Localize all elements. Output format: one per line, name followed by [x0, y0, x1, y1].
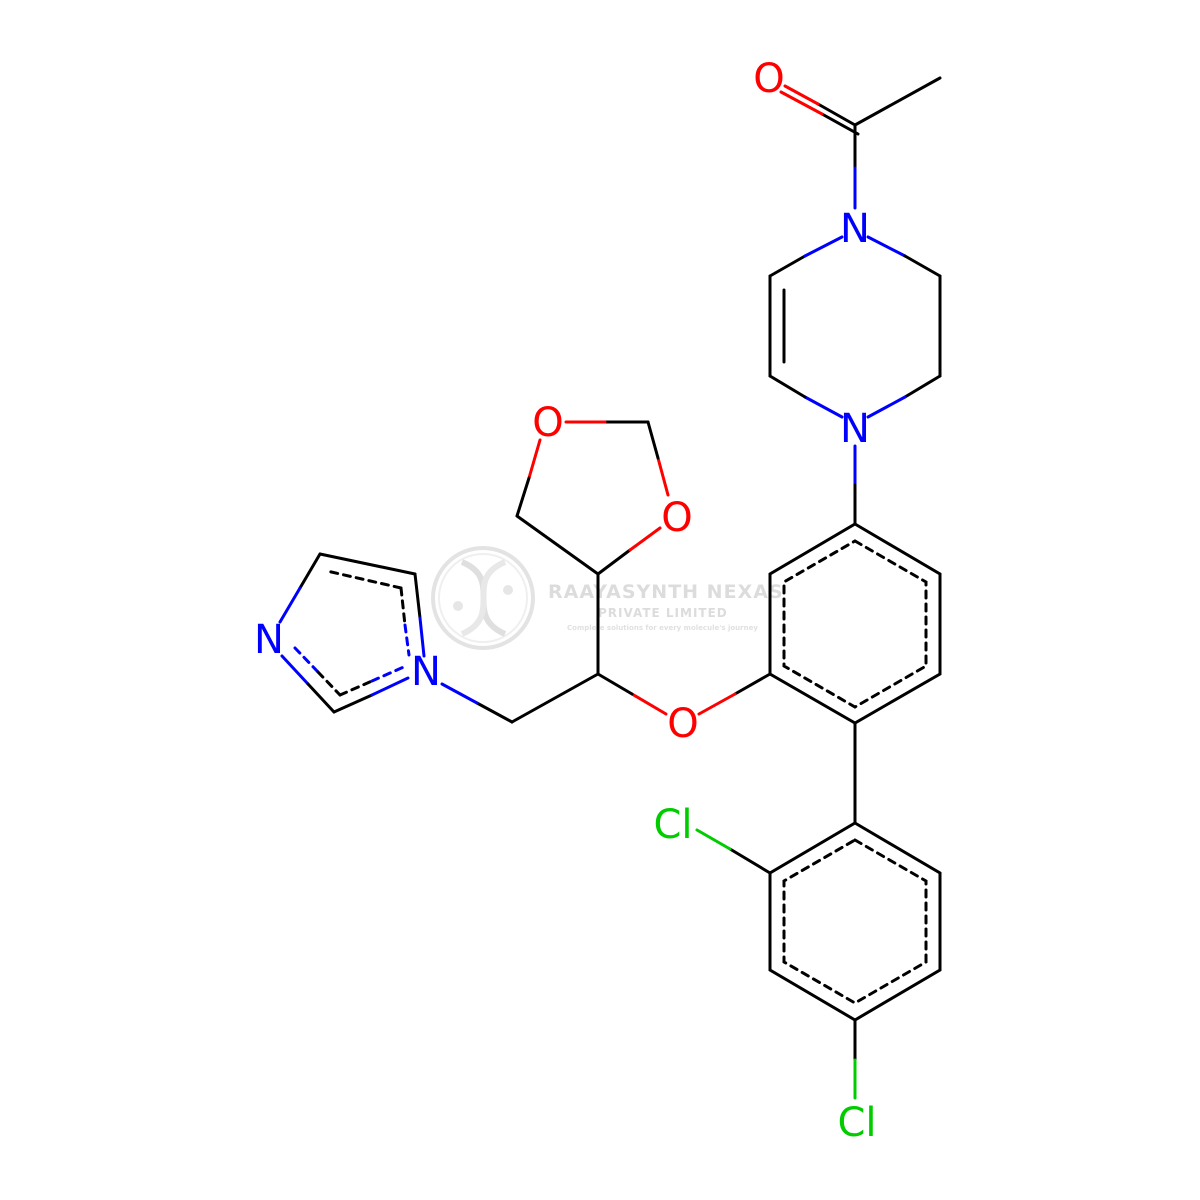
atom-cl-para: Cl: [837, 1100, 876, 1146]
watermark: RAAYASYNTH NEXAS PRIVATE LIMITED Complet…: [431, 546, 784, 650]
bond-c-cl-ortho: [728, 847, 772, 875]
bond-n1-c2: [903, 254, 942, 278]
bond-dx-c4-o3-red: [628, 526, 662, 552]
bond-im-c5-n1-blue: [418, 616, 426, 658]
bond-dx-o3-c2-red: [656, 456, 670, 497]
atom-labels: O N N O O N N O Cl Cl: [254, 56, 876, 1146]
bond-carbonyl-double-a: [816, 102, 857, 127]
bond-ch2-n: [475, 701, 514, 724]
dna-helix-icon: [431, 546, 535, 650]
atom-o-dioxolane-1: O: [532, 400, 563, 446]
bond-n1-c2-blue: [866, 235, 907, 258]
bond-im-c4-c5: [318, 552, 417, 576]
bond-carbonyl-double-b: [820, 112, 860, 136]
bond-carbonyl-double-b-o: [779, 90, 824, 116]
bond-c6-n1-blue: [803, 235, 844, 258]
bond-o-ch-red: [630, 692, 668, 716]
watermark-title: RAAYASYNTH NEXAS: [548, 581, 784, 603]
bonds: [278, 76, 942, 1100]
bond-im-n3-c2-arom-blue: [293, 646, 320, 674]
atom-o-dioxolane-2: O: [661, 495, 692, 541]
bond-dx-o3-c2: [646, 420, 660, 460]
bond-im-c5-n1-arom-blue: [403, 623, 411, 657]
atom-n-bottom: N: [840, 406, 870, 452]
bond-im-n3-c2-arom: [316, 670, 342, 697]
atom-n-imidazole-pyrrole: N: [411, 649, 441, 695]
bond-im-c4-n3: [298, 552, 322, 590]
ring-benzene-dichloro: [768, 821, 942, 1022]
bond-im-c4-c5-arom: [325, 569, 403, 590]
bond-dx-o1-c5-red: [527, 438, 542, 480]
atom-n-top: N: [840, 206, 870, 252]
bond-c3-n4-blue: [866, 395, 907, 419]
bond-aryl-o-red: [697, 692, 737, 716]
bond-n4-c5-blue: [803, 395, 844, 419]
ring-benzene-central: [768, 522, 942, 725]
atom-n-imidazole-pyridine: N: [254, 617, 284, 663]
bond-c-cl-ortho-green: [695, 828, 732, 851]
bond-c3-n4: [903, 374, 942, 399]
ring-benzene-central-aromatic: [782, 539, 928, 709]
watermark-tagline: Complete solutions for every molecule's …: [567, 624, 758, 632]
atom-o-carbonyl: O: [753, 56, 784, 102]
bond-n4-c5: [768, 374, 807, 399]
bond-im-n3-c2-blue: [280, 654, 310, 686]
bond-methyl-carbonyl: [853, 76, 942, 127]
bond-aryl-o: [733, 672, 772, 696]
bond-ch-ch2: [510, 672, 600, 724]
watermark-subtitle: PRIVATE LIMITED: [598, 606, 728, 620]
bond-im-n3-c2: [306, 682, 336, 714]
ring-benzene-dichloro-aromatic: [782, 838, 928, 1005]
bond-carbonyl-double-a-o: [783, 84, 820, 106]
bond-im-c2-n1-blue: [370, 676, 410, 697]
bond-dx-o1-c5: [515, 476, 531, 518]
bond-c6-n1: [768, 254, 807, 278]
bond-o-ch: [596, 672, 634, 696]
atom-o-ether: O: [667, 701, 698, 747]
bond-im-c2-n1-arom: [338, 679, 374, 697]
atom-cl-ortho: Cl: [653, 802, 692, 848]
bond-ch2-n-blue: [440, 682, 479, 705]
bond-dx-c5-c4: [515, 514, 600, 576]
bond-im-c2-n1: [332, 693, 374, 714]
bond-im-c5-n1-arom: [399, 586, 407, 627]
bond-im-c2-n1-arom-blue: [370, 664, 408, 683]
bond-dx-c4-o3: [596, 548, 632, 576]
bond-im-c4-n3-blue: [278, 586, 302, 624]
bond-im-c5-n1: [413, 572, 422, 620]
